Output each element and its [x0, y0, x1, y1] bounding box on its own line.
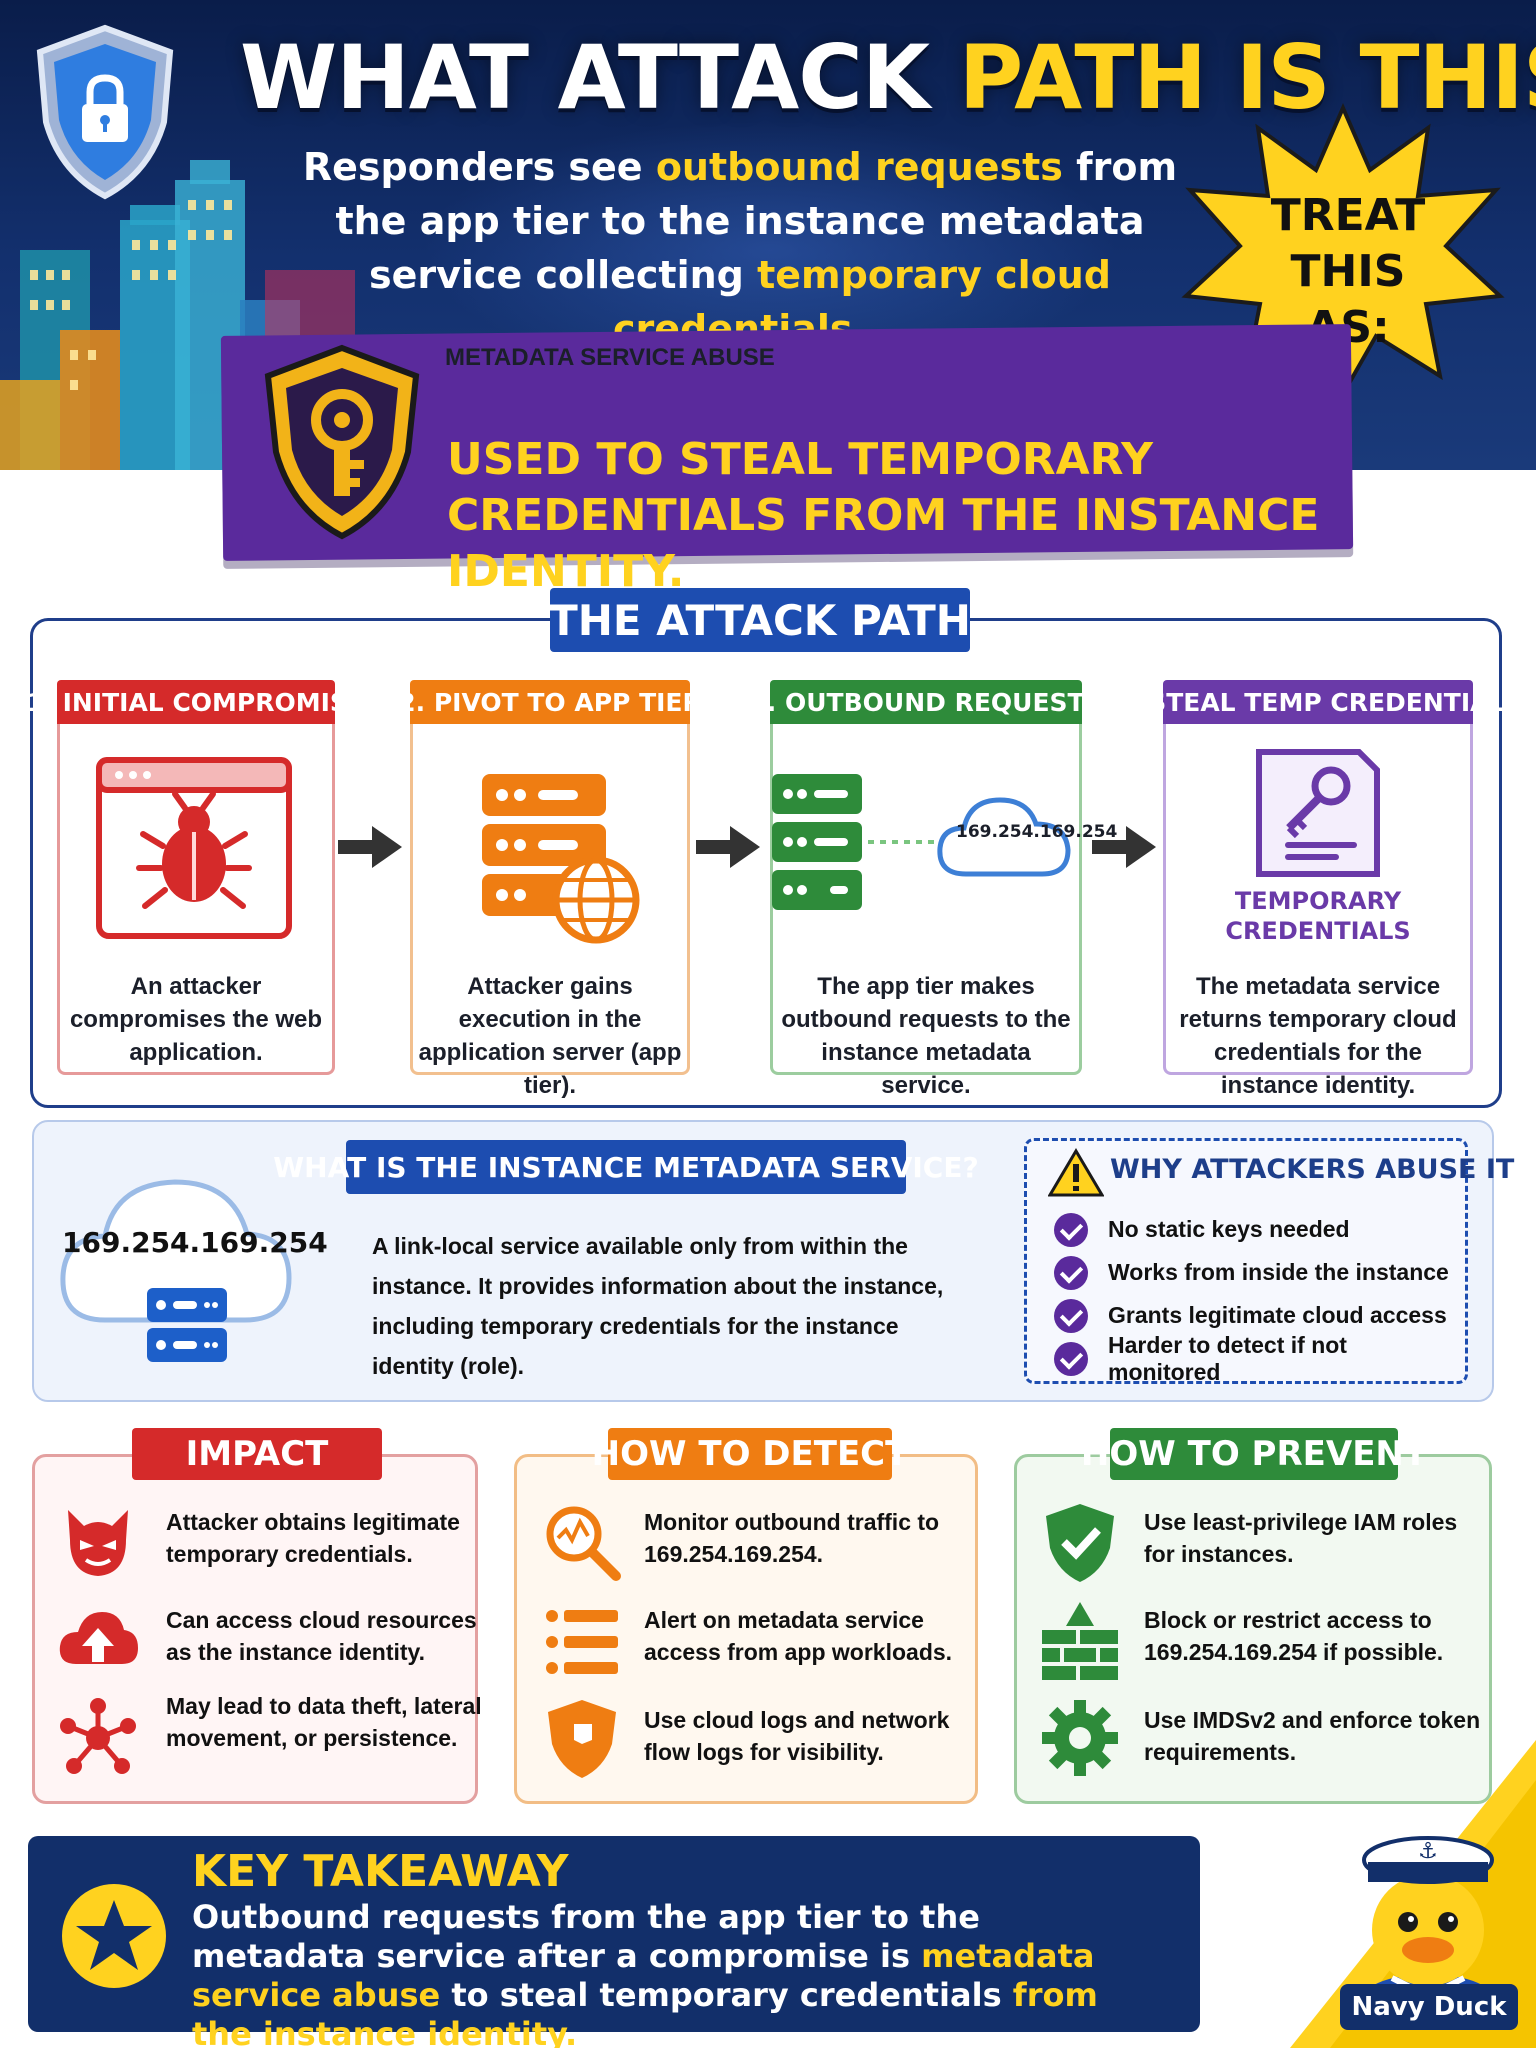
lock-shield-icon — [36, 24, 174, 200]
step-label: 4. STEAL TEMP CREDENTIALS — [1113, 680, 1523, 724]
shield-flag-icon — [548, 1700, 616, 1778]
magnifier-chart-icon — [546, 1506, 621, 1581]
detect-title: HOW TO DETECT — [592, 1428, 908, 1480]
metadata-section-title: WHAT IS THE INSTANCE METADATA SERVICE? — [273, 1140, 979, 1194]
arrow-right-icon — [696, 826, 760, 868]
svg-text:⚓: ⚓ — [1418, 1839, 1438, 1864]
impact-title: IMPACT — [132, 1428, 382, 1480]
step-pivot-app-tier: 2. PIVOT TO APP TIER Attacker gains exec… — [398, 680, 702, 1099]
step-label: 2. PIVOT TO APP TIER — [398, 680, 702, 724]
impact-item: Can access cloud resources as the instan… — [166, 1607, 477, 1665]
metadata-description: A link-local service available only from… — [372, 1233, 944, 1379]
why-attackers-list: No static keys needed Works from inside … — [1054, 1208, 1454, 1385]
list-item: Works from inside the instance — [1054, 1251, 1454, 1294]
warning-icon — [1048, 1148, 1104, 1197]
detect-item: Alert on metadata service access from ap… — [644, 1607, 953, 1665]
key-takeaway-panel — [28, 1836, 1200, 2032]
cloud-upload-icon — [59, 1612, 138, 1664]
server-globe-icon — [482, 774, 640, 944]
step-description: The metadata service returns temporary c… — [1179, 973, 1457, 1099]
prevent-item: Use least-privilege IAM roles for instan… — [1144, 1509, 1458, 1567]
firewall-icon — [1042, 1602, 1118, 1680]
list-item: No static keys needed — [1054, 1208, 1454, 1251]
step-panel — [1163, 724, 1473, 1075]
cloud-ip-label: 169.254.169.254 — [956, 822, 1118, 842]
step-initial-compromise: 1. INITIAL COMPROMISE An attacker compro… — [27, 680, 365, 1075]
step-description: The app tier makes outbound requests to … — [781, 973, 1071, 1099]
gear-icon — [1042, 1700, 1118, 1776]
detect-item: Monitor outbound traffic to 169.254.169.… — [644, 1509, 940, 1567]
check-icon — [1054, 1212, 1088, 1247]
mascot-name-badge: Navy Duck — [1340, 1984, 1518, 2030]
arrow-right-icon — [338, 826, 402, 868]
step-panel — [57, 724, 335, 1075]
key-document-icon — [1256, 749, 1380, 877]
hero-subtitle: Responders see outbound requests from th… — [302, 145, 1178, 351]
list-item: Grants legitimate cloud access — [1054, 1294, 1454, 1337]
keyhole-shield-icon — [264, 344, 420, 540]
check-icon — [1054, 1298, 1088, 1333]
step-outbound-requests: 3. OUTBOUND REQUESTS The app tier makes … — [749, 680, 1103, 1099]
banner-title: METADATA SERVICE ABUSE — [445, 344, 775, 371]
step-description: Attacker gains execution in the applicat… — [418, 973, 682, 1099]
attack-path-title: THE ATTACK PATH — [549, 588, 971, 652]
step-label: 3. OUTBOUND REQUESTS — [749, 680, 1103, 724]
list-item: Harder to detect if not monitored — [1054, 1332, 1454, 1385]
arrow-right-icon — [1092, 826, 1156, 868]
banner-subtitle: USED TO STEAL TEMPORARY CREDENTIALS FROM… — [447, 434, 1320, 597]
check-icon — [1054, 1341, 1088, 1376]
key-takeaway-title: KEY TAKEAWAY — [192, 1846, 569, 1897]
star-icon — [62, 1884, 166, 1988]
check-icon — [1054, 1255, 1088, 1290]
why-attackers-title: WHY ATTACKERS ABUSE IT — [1110, 1154, 1515, 1185]
shield-check-icon — [1046, 1504, 1114, 1582]
metadata-ip-label: 169.254.169.254 — [62, 1226, 328, 1259]
impact-item: Attacker obtains legitimate temporary cr… — [166, 1509, 460, 1567]
step-panel — [770, 724, 1082, 1075]
prevent-item: Block or restrict access to 169.254.169.… — [1144, 1607, 1444, 1665]
network-nodes-icon — [60, 1698, 136, 1774]
step-steal-credentials: 4. STEAL TEMP CREDENTIALS The metadata s… — [1113, 680, 1523, 1099]
server-to-cloud-icon — [772, 774, 1071, 910]
browser-bug-icon — [96, 757, 292, 939]
prevent-item: Use IMDSv2 and enforce token requirement… — [1144, 1707, 1481, 1765]
step-description: An attacker compromises the web applicat… — [69, 973, 323, 1066]
devil-mask-icon — [68, 1510, 128, 1576]
impact-item: May lead to data theft, lateral movement… — [166, 1693, 482, 1751]
page-title: WHAT ATTACK PATH IS THIS? — [240, 26, 1536, 129]
alert-list-icon — [546, 1610, 618, 1674]
why-attackers-box — [1024, 1138, 1468, 1384]
temporary-credentials-label: TEMPORARY CREDENTIALS — [1225, 887, 1411, 945]
prevent-title: HOW TO PREVENT — [1081, 1428, 1427, 1480]
detect-item: Use cloud logs and network flow logs for… — [644, 1707, 950, 1765]
step-panel — [410, 724, 690, 1075]
cloud-server-icon — [60, 1179, 292, 1362]
key-takeaway-text: Outbound requests from the app tier to t… — [192, 1898, 1098, 2048]
step-label: 1. INITIAL COMPROMISE — [27, 680, 365, 724]
